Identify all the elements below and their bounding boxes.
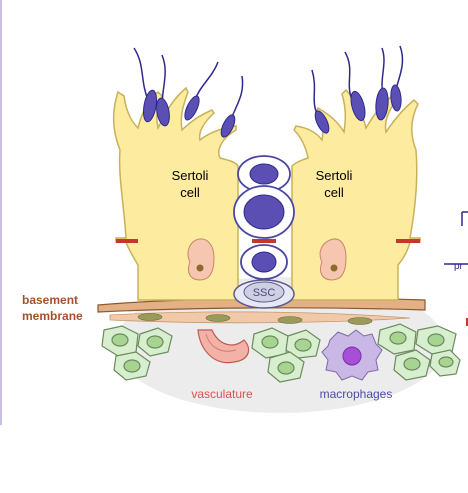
germ-cell-column bbox=[233, 155, 295, 309]
sertoli-cell-right bbox=[291, 88, 421, 301]
vasculature bbox=[197, 329, 250, 364]
sertoli-right-label-line1: Sertoli bbox=[316, 168, 353, 183]
myoid-nuclei bbox=[137, 313, 373, 325]
right-edge-partial-text: pr bbox=[454, 261, 464, 272]
sertoli-cell-left bbox=[113, 86, 239, 301]
ssc-label: SSC bbox=[253, 287, 276, 299]
right-edge-marks bbox=[444, 211, 468, 326]
spermatids-left bbox=[133, 47, 244, 138]
basement-membrane-label-line1: basement bbox=[22, 293, 78, 307]
sertoli-right-label-line2: cell bbox=[324, 185, 344, 200]
sertoli-left-label-line1: Sertoli bbox=[172, 168, 209, 183]
macrophage bbox=[321, 329, 383, 381]
sertoli-left-label-line2: cell bbox=[180, 185, 200, 200]
peritubular-layer bbox=[109, 311, 411, 324]
macrophages-label: macrophages bbox=[320, 387, 393, 401]
sertoli-nuclei bbox=[187, 238, 347, 281]
basement-membrane-label-line2: membrane bbox=[22, 309, 83, 323]
interstitial-cells bbox=[101, 323, 461, 383]
spermatids-right bbox=[311, 45, 404, 134]
vasculature-label: vasculature bbox=[191, 387, 253, 401]
